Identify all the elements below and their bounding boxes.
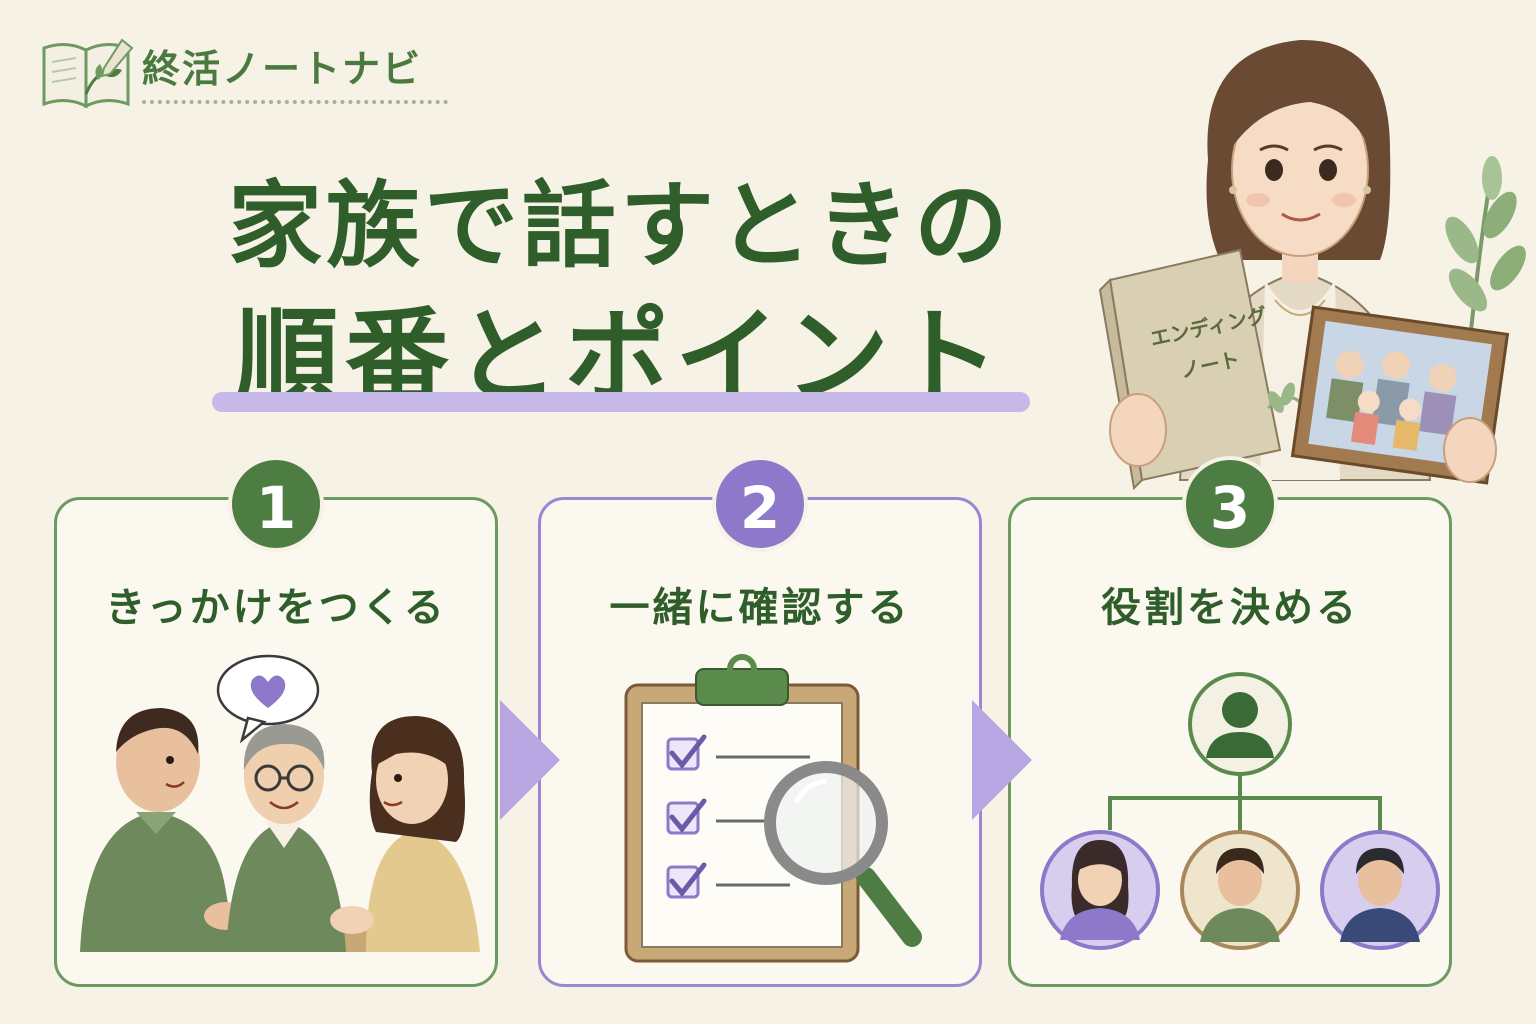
woman-holding-note-illustration: エンディング ノート <box>1098 39 1526 491</box>
leader-avatar-icon <box>1188 672 1292 776</box>
member-avatar-icon <box>1320 830 1440 950</box>
checkbox-checked-icon <box>666 798 707 835</box>
logo-text: 終活ノートナビ <box>142 47 423 91</box>
arrow-right-icon <box>500 700 560 820</box>
logo-divider <box>142 100 448 104</box>
family-conversation-illustration <box>80 654 480 952</box>
step-label-1: きっかけをつくる <box>105 585 447 631</box>
open-book-icon <box>42 38 134 109</box>
clipboard-checklist-illustration <box>624 654 922 963</box>
step-label-3: 役割を決める <box>1101 585 1359 631</box>
title-underline <box>212 392 1030 412</box>
step-label-2: 一緒に確認する <box>609 585 911 631</box>
member-avatar-icon <box>1040 830 1160 950</box>
step-number-badge-2: 2 <box>712 456 808 552</box>
plant-icon <box>1445 156 1526 341</box>
magnifying-glass-icon <box>764 761 922 947</box>
step-number-badge-1: 1 <box>228 456 324 552</box>
checkbox-checked-icon <box>666 734 707 771</box>
role-assignment-diagram <box>1040 672 1440 950</box>
checkbox-checked-icon <box>666 862 707 899</box>
step-number-badge-3: 3 <box>1182 456 1278 552</box>
page-title-line1: 家族で話すときの <box>227 172 1012 281</box>
arrow-right-icon <box>972 700 1032 820</box>
logo <box>30 30 460 120</box>
member-avatar-icon <box>1180 830 1300 950</box>
clip-icon <box>695 654 789 706</box>
speech-bubble-heart-icon <box>216 654 320 744</box>
